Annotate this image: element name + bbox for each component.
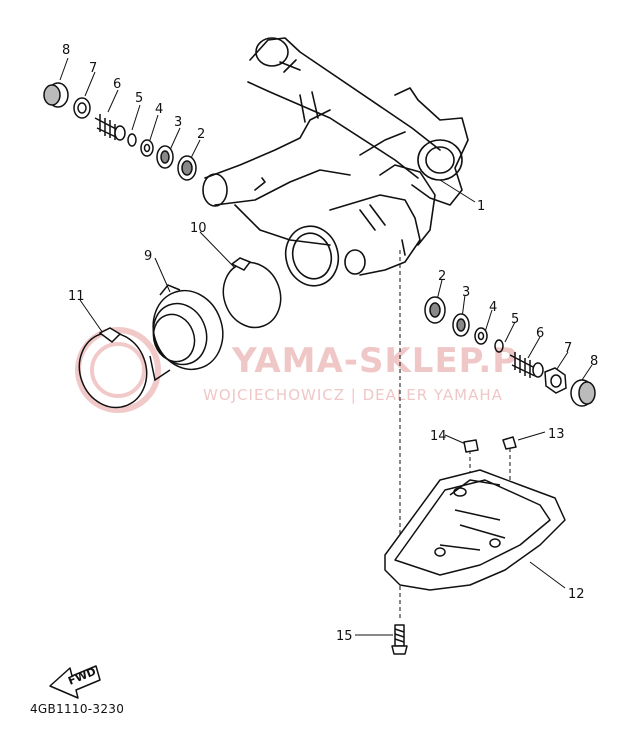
- bushing-6-right: [509, 352, 536, 378]
- callout-labels: 8 7 6 5 4 3 2 1 10 9 11 2 3 4 5 6 7 8 13…: [62, 43, 598, 644]
- callout-12: 12: [568, 587, 585, 602]
- callout-11: 11: [68, 289, 85, 304]
- clamp-10: [222, 261, 282, 329]
- left-bearing-stack: [43, 82, 197, 181]
- washer-4-right: [474, 327, 488, 345]
- callout-10: 10: [190, 221, 207, 236]
- swingarm: [202, 37, 469, 287]
- callout-7-left: 7: [89, 61, 97, 76]
- callout-8-right: 8: [590, 354, 598, 369]
- callout-8-left: 8: [62, 43, 70, 58]
- callout-14: 14: [430, 429, 447, 444]
- callout-2-right: 2: [438, 269, 446, 284]
- boot-and-clamps: [78, 257, 282, 409]
- bolt-14: [463, 439, 479, 453]
- washer-4-left: [140, 139, 154, 157]
- callout-7-right: 7: [564, 341, 572, 356]
- bolt-13: [502, 436, 517, 450]
- oring-5-right: [494, 339, 504, 353]
- callout-4-left: 4: [155, 102, 163, 117]
- callout-6-left: 6: [113, 77, 121, 92]
- watermark-main-text: YAMA-SKLEP.P: [231, 341, 518, 381]
- callout-3-left: 3: [174, 115, 182, 130]
- part-code: 4GB1110-3230: [30, 702, 125, 716]
- bolt-15: [391, 624, 408, 655]
- seal-7-left: [73, 97, 91, 119]
- callout-6-right: 6: [536, 326, 544, 341]
- callout-4-right: 4: [489, 300, 497, 315]
- watermark: YAMA-SKLEP.P WOJCIECHOWICZ | DEALER YAMA…: [75, 327, 518, 413]
- boot-9: [149, 284, 224, 382]
- fwd-arrow: FWD: [49, 665, 101, 699]
- fwd-arrow-icon: [49, 665, 101, 699]
- guard-assembly: [384, 436, 566, 655]
- watermark-logo: [75, 327, 161, 413]
- callout-13: 13: [548, 427, 565, 442]
- callout-9: 9: [144, 249, 152, 264]
- clamp-11: [78, 331, 148, 409]
- callout-5-left: 5: [135, 91, 143, 106]
- right-bearing-stack: [424, 296, 596, 407]
- oring-5-left: [127, 133, 137, 147]
- callout-5-right: 5: [511, 312, 519, 327]
- watermark-sub-text: WOJCIECHOWICZ | DEALER YAMAHA: [203, 386, 503, 404]
- callout-2-left: 2: [197, 127, 205, 142]
- bushing-6-left: [94, 114, 119, 140]
- callout-1: 1: [477, 199, 485, 214]
- callout-15: 15: [336, 629, 353, 644]
- callout-3-right: 3: [462, 285, 470, 300]
- seal-7-right: [544, 367, 567, 394]
